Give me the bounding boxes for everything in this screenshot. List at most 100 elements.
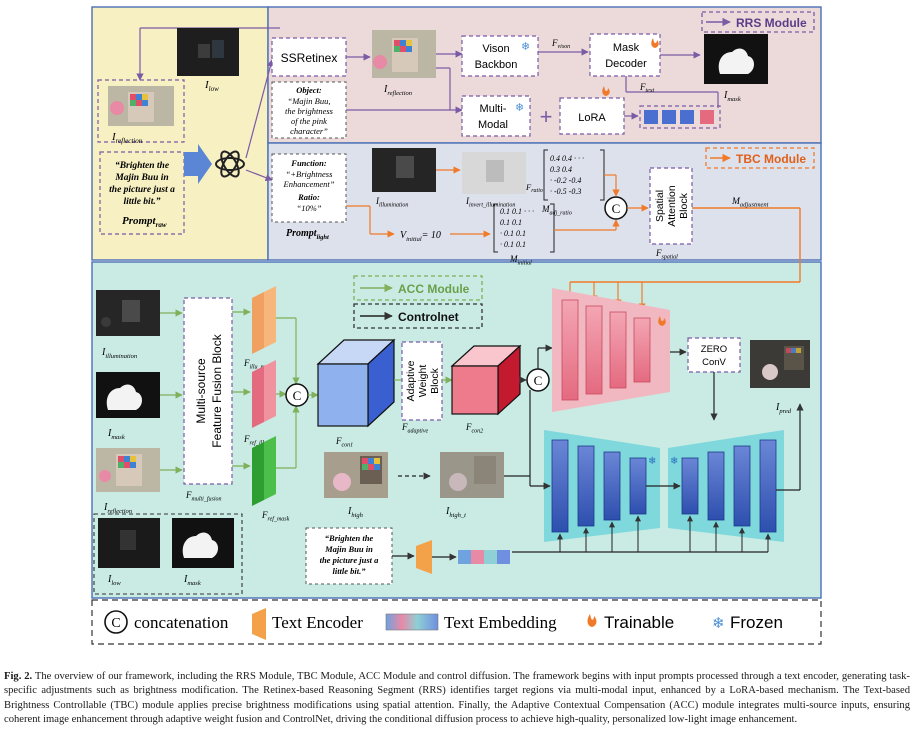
- flame-icon: [587, 614, 597, 627]
- lora-label: LoRA: [578, 112, 606, 124]
- svg-text:“Brighten the: “Brighten the: [325, 533, 374, 543]
- low-light-image-thumb: [177, 28, 239, 76]
- svg-text:Object:: Object:: [296, 85, 322, 95]
- label-acc-i-mask: Imask: [107, 428, 125, 441]
- gpt-arrow: [184, 144, 212, 184]
- svg-text:“+Brightness: “+Brightness: [286, 169, 334, 179]
- svg-text:“Brighten the: “Brighten the: [115, 160, 170, 171]
- svg-text:RRS Module: RRS Module: [736, 16, 807, 30]
- svg-text:Block: Block: [429, 367, 441, 393]
- raw-prompt-text: “Brighten the Majin Buu in the picture j…: [109, 160, 175, 207]
- legend-frozen: ❄ Frozen: [712, 613, 783, 632]
- object-prompt-box: [271, 81, 347, 139]
- svg-text:Backbon: Backbon: [475, 59, 518, 71]
- svg-text:Weight: Weight: [417, 365, 429, 398]
- svg-text:C: C: [612, 201, 621, 216]
- plus-sign: +: [540, 104, 553, 129]
- figure-caption: Fig. 2. The overview of our framework, i…: [4, 670, 910, 728]
- label-tbc-i-illumination: Iillumination: [375, 196, 408, 209]
- svg-text:Decoder: Decoder: [605, 58, 647, 70]
- feature-fusion-block: [183, 297, 233, 485]
- feature-block-ref-illu: [252, 360, 276, 428]
- label-i-high-t: Ihigh_t: [445, 506, 466, 519]
- svg-text:Function:: Function:: [290, 158, 327, 168]
- svg-text:of the pink: of the pink: [291, 116, 327, 126]
- svg-text:· 0.1 0.1: · 0.1 0.1: [500, 229, 526, 238]
- label-f-text: Ftext: [639, 82, 654, 94]
- trainable-flame-icon: [651, 38, 659, 48]
- noisy-high-image-thumb: [440, 452, 504, 498]
- svg-text:Modal: Modal: [478, 119, 508, 131]
- svg-text:❄: ❄: [648, 456, 656, 467]
- diffusion-unet: ❄ ❄: [544, 430, 784, 542]
- svg-text:Controlnet: Controlnet: [398, 310, 459, 324]
- label-f-ref-mask: Fref_mask: [261, 510, 290, 523]
- acc-module-tag: ACC Module: [353, 275, 483, 301]
- svg-text:0.3 0.4: 0.3 0.4: [550, 165, 572, 174]
- controlnet-tag: Controlnet: [353, 303, 483, 329]
- trainable-flame-icon: [602, 86, 610, 96]
- label-i-pred: Ipred: [775, 402, 792, 415]
- svg-text:Enhancement”: Enhancement”: [283, 179, 335, 189]
- tbc-module-tag: TBC Module: [705, 147, 815, 169]
- vision-backbone-label: Vison: [482, 43, 509, 55]
- svg-text:Text Encoder: Text Encoder: [272, 613, 363, 632]
- label-f-ratio: Fratio: [525, 182, 543, 194]
- caption-label: Fig. 2.: [4, 671, 33, 682]
- svg-text:Multi-source: Multi-source: [194, 358, 208, 424]
- raw-prompt-frame: [99, 151, 185, 235]
- svg-text:character”: character”: [290, 126, 328, 136]
- legend-text-encoder: Text Encoder: [252, 608, 363, 640]
- mask-decoder-box: [589, 33, 661, 77]
- label-f-vision: Fvison: [551, 38, 570, 50]
- label-acc-i-mask2: Imask: [183, 574, 201, 587]
- acc-reflection-thumb: [96, 448, 160, 492]
- label-m-adj-ratio: Madj_ratio: [541, 204, 572, 217]
- tbc-invert-illumination-thumb: [462, 152, 526, 194]
- svg-text:the brightness: the brightness: [285, 106, 334, 116]
- legend-panel: [91, 599, 822, 645]
- svg-text:· -0.2 -0.4: · -0.2 -0.4: [550, 176, 581, 185]
- openai-logo-icon: [215, 150, 245, 178]
- matrix-initial: 0.1 0.1 · · · 0.1 0.1 · 0.1 0.1 · 0.1 0.…: [493, 203, 555, 253]
- multi-modal-box: [461, 95, 531, 137]
- svg-text:· -0.5 -0.3: · -0.5 -0.3: [550, 187, 581, 196]
- svg-text:Block: Block: [678, 192, 690, 218]
- zero-conv-box: [687, 337, 741, 373]
- svg-text:0.4 0.4 · · ·: 0.4 0.4 · · ·: [550, 154, 584, 163]
- legend-concatenation: C concatenation: [104, 610, 229, 634]
- svg-text:concatenation: concatenation: [134, 613, 229, 632]
- svg-text:Ratio:: Ratio:: [297, 192, 320, 202]
- acc-prompt-text: “Brighten the Majin Buu in the picture j…: [320, 533, 380, 576]
- svg-text:Spatial: Spatial: [654, 190, 666, 222]
- snowflake-icon: ❄: [712, 616, 725, 632]
- frozen-icon: ❄: [521, 41, 530, 53]
- acc-illumination-thumb: [96, 290, 160, 336]
- svg-text:C: C: [111, 616, 120, 631]
- label-m-initial: Minitial: [509, 254, 532, 267]
- text-encoder-shape: [416, 540, 432, 574]
- ssretinex-label: SSRetinex: [281, 51, 338, 65]
- svg-text:“10%”: “10%”: [296, 203, 321, 213]
- svg-text:Majin Buu in: Majin Buu in: [324, 544, 373, 554]
- label-acc-i-illumination: Iillumination: [101, 347, 137, 360]
- svg-text:Trainable: Trainable: [604, 613, 674, 632]
- spatial-attention-block: [649, 167, 693, 245]
- legend-text-embedding: Text Embedding: [385, 613, 557, 632]
- reflection-image-thumb: [108, 86, 174, 126]
- label-rrs-i-reflection: Ireflection: [383, 84, 412, 97]
- label-acc-i-low: Ilow: [107, 574, 121, 587]
- high-light-image-thumb: [324, 452, 388, 498]
- label-prompt-light: Promptlight: [286, 228, 329, 241]
- acc-mask2-thumb: [172, 518, 234, 568]
- feature-block-illu-mask: [252, 286, 276, 354]
- rrs-token-sequence: [639, 105, 721, 129]
- svg-text:the picture just a: the picture just a: [320, 555, 380, 565]
- light-prompt-text: Function: “+Brightness Enhancement” Rati…: [283, 158, 335, 213]
- svg-text:0.1 0.1 · · ·: 0.1 0.1 · · ·: [500, 207, 534, 216]
- vision-backbone-box: [461, 35, 539, 77]
- label-i-high: Ihigh: [347, 506, 363, 519]
- svg-text:0.1 0.1: 0.1 0.1: [500, 218, 522, 227]
- acc-concat-symbol-1: C: [285, 383, 309, 407]
- svg-text:Feature Fusion Block: Feature Fusion Block: [210, 333, 224, 447]
